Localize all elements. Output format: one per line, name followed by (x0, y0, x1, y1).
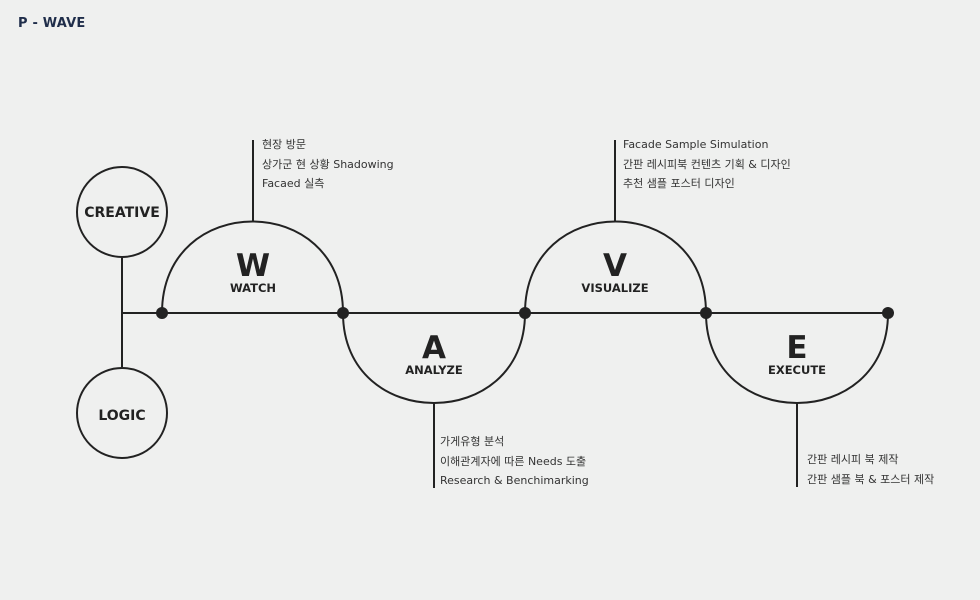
visualize-description: Facade Sample Simulation 간판 레시피북 컨텐츠 기획 … (623, 135, 791, 194)
stage-letter-visualize: V (603, 248, 627, 284)
stage-word-watch: WATCH (230, 281, 276, 295)
axis-node (700, 307, 712, 319)
visualize-item: 추천 샘플 포스터 디자인 (623, 177, 735, 190)
stage-word-analyze: ANALYZE (405, 363, 463, 377)
stage-letter-execute: E (786, 330, 807, 366)
logic-circle (76, 367, 168, 459)
analyze-item: 이해관계자에 따른 Needs 도출 (440, 454, 587, 468)
wave-arc-execute (705, 312, 889, 404)
execute-item: 간판 레시피 북 제작 (807, 453, 899, 466)
creative-label: CREATIVE (84, 205, 160, 221)
stage-word-visualize: VISUALIZE (581, 281, 648, 295)
watch-item: 현장 방문 (262, 138, 306, 151)
page-title: P - WAVE (18, 16, 86, 31)
creative-circle (76, 166, 168, 258)
axis-node (337, 307, 349, 319)
analyze-item: Research & Benchimarking (440, 474, 589, 487)
stage-letter-analyze: A (422, 330, 446, 366)
watch-description: 현장 방문 상가군 현 상황 Shadowing Facaed 실측 (262, 135, 394, 194)
execute-description: 간판 레시피 북 제작 간판 샘플 북 & 포스터 제작 (807, 450, 934, 489)
axis-node (882, 307, 894, 319)
watch-item: 상가군 현 상황 Shadowing (262, 157, 394, 171)
analyze-item: 가게유형 분석 (440, 435, 505, 448)
wave-arc-analyze (342, 312, 526, 404)
stage-letter-watch: W (236, 248, 270, 284)
stage-word-execute: EXECUTE (768, 363, 826, 377)
logic-label: LOGIC (98, 408, 145, 424)
execute-item: 간판 샘플 북 & 포스터 제작 (807, 472, 935, 486)
axis-node (156, 307, 168, 319)
watch-item: Facaed 실측 (262, 177, 325, 190)
analyze-description: 가게유형 분석 이해관계자에 따른 Needs 도출 Research & Be… (440, 432, 589, 491)
axis-node (519, 307, 531, 319)
visualize-item: Facade Sample Simulation (623, 138, 769, 151)
visualize-item: 간판 레시피북 컨텐츠 기획 & 디자인 (623, 157, 791, 171)
